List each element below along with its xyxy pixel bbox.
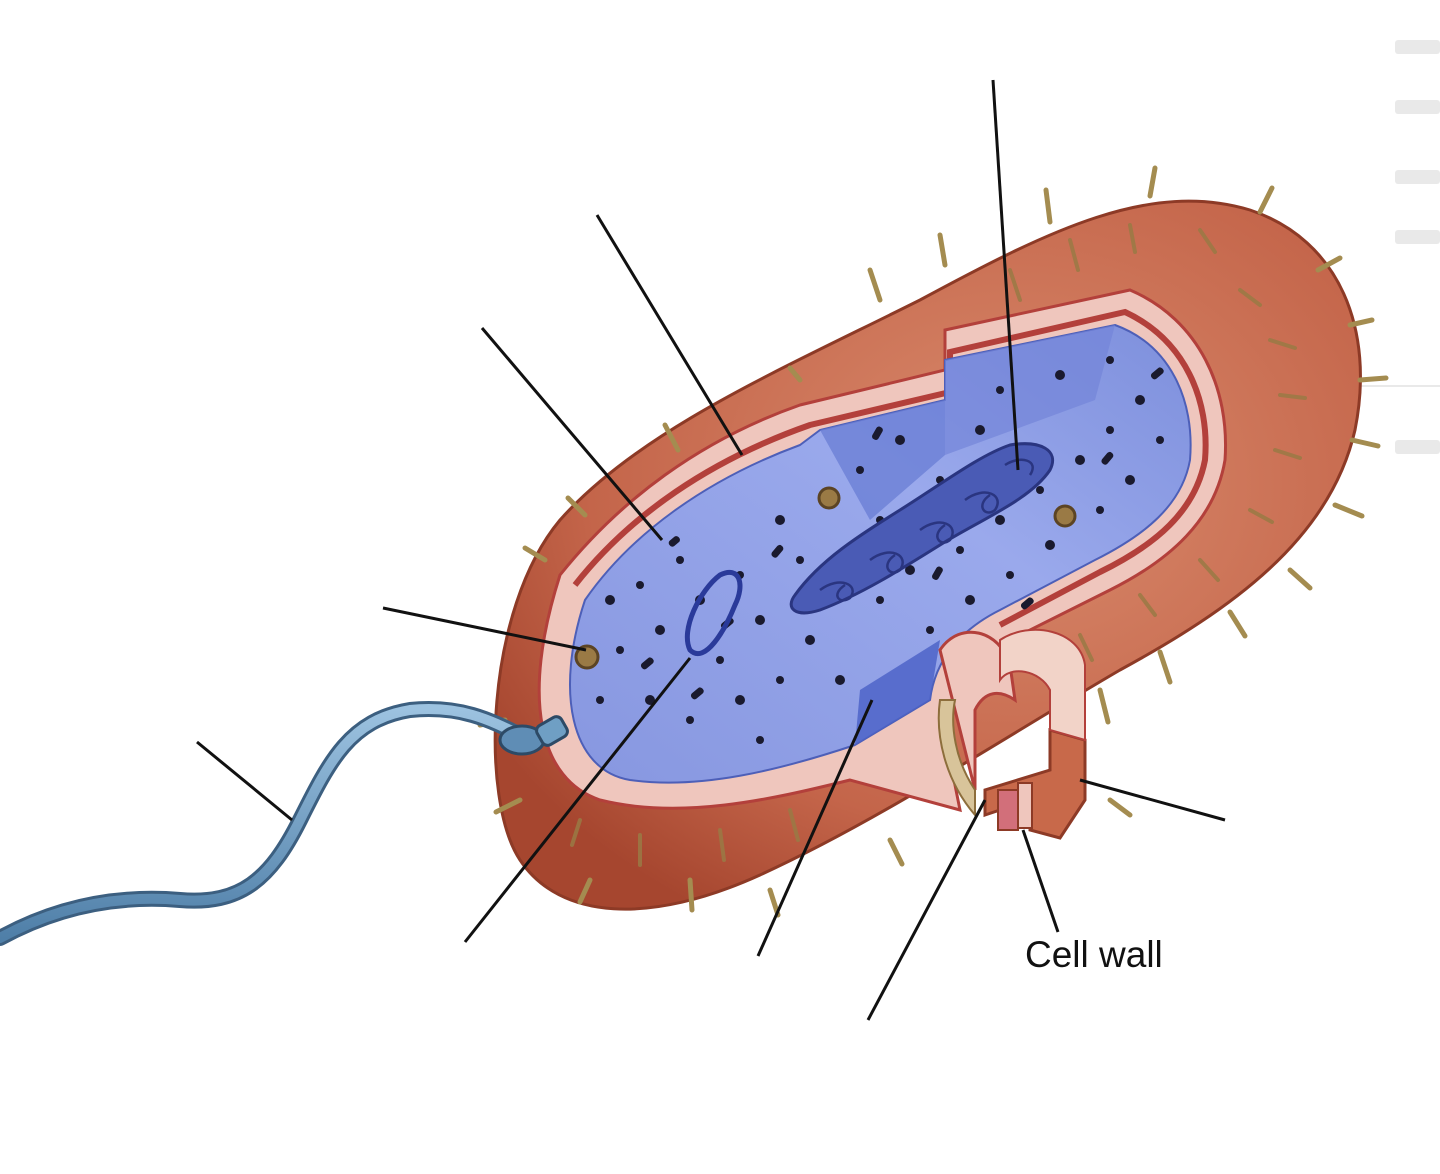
pointer-inclusion <box>382 606 587 652</box>
ribosome-pairs <box>640 367 1164 700</box>
pili <box>477 165 1389 918</box>
pili-surface <box>570 223 1307 867</box>
pointer-cell-wall <box>1021 829 1060 933</box>
pointer-pilus <box>595 214 744 456</box>
capsule-fold <box>999 628 1086 742</box>
pointer-nucleoid <box>991 79 1020 471</box>
pointer-cytoplasm <box>480 327 664 541</box>
inclusion-granules <box>574 486 1077 670</box>
pointer-plasmid <box>463 657 692 943</box>
ribosomes <box>596 356 1164 744</box>
pointer-capsule <box>1079 778 1226 822</box>
flagellum <box>0 701 569 946</box>
nucleoid-dna <box>789 442 1054 615</box>
label-cell-wall: Cell wall <box>1025 934 1163 975</box>
wall-cross-section <box>937 630 1087 840</box>
leader-lines <box>196 79 1226 1021</box>
pointer-flagellum <box>196 740 293 822</box>
plasmid <box>684 569 743 656</box>
pointer-plasma-membrane <box>866 799 987 1021</box>
background-ghost-text <box>1360 40 1440 454</box>
pointer-ribosome <box>756 699 874 957</box>
